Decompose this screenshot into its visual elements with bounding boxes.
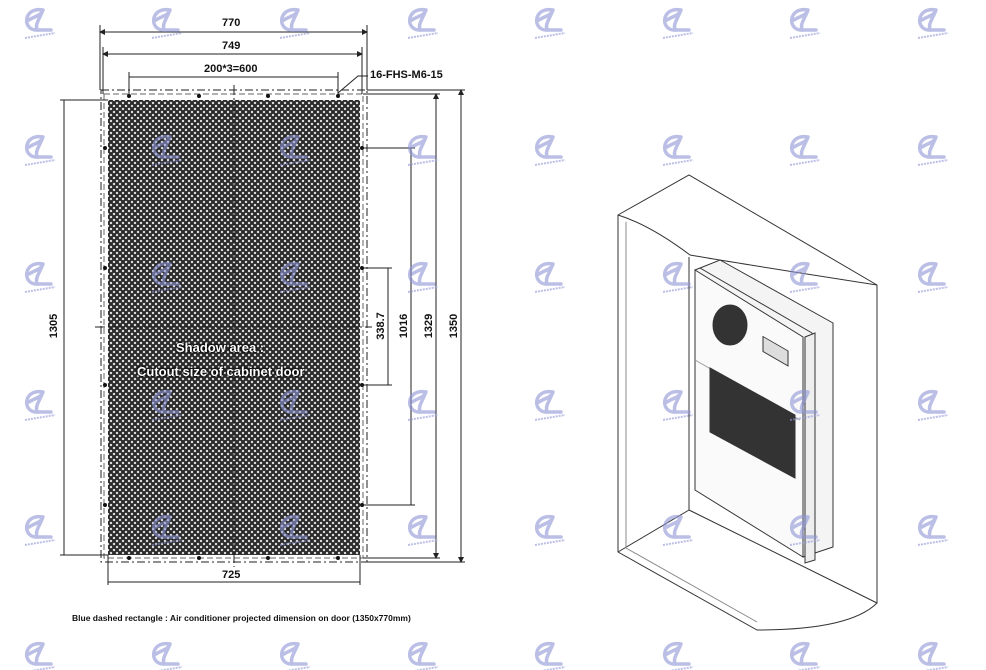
dim-1329: 1329	[423, 313, 436, 339]
watermark-logos	[24, 7, 949, 670]
watermark-logo-icon	[789, 134, 821, 166]
watermark-logo-icon	[534, 514, 566, 546]
watermark-logo-icon	[662, 134, 694, 166]
watermark-logo-icon	[279, 514, 311, 546]
dim-770: 770	[222, 17, 241, 29]
watermark-logo-icon	[407, 641, 439, 670]
mounting-holes	[103, 94, 364, 560]
watermark-logo-icon	[917, 261, 949, 293]
watermark-logo-icon	[24, 261, 56, 293]
legend-note: Blue dashed rectangle : Air conditioner …	[72, 613, 411, 623]
shadow-area-label: Shadow area :	[176, 340, 265, 355]
watermark-logo-icon	[534, 261, 566, 293]
watermark-logo-icon	[917, 389, 949, 421]
dim-1016: 1016	[398, 313, 411, 339]
watermark-logo-icon	[407, 389, 439, 421]
watermark-logo-icon	[151, 261, 183, 293]
watermark-logo-icon	[407, 514, 439, 546]
watermark-logo-icon	[789, 261, 821, 293]
dim-338-7: 338.7	[374, 312, 387, 340]
dim-749: 749	[222, 40, 241, 52]
watermark-logo-icon	[24, 514, 56, 546]
watermark-logo-icon	[279, 261, 311, 293]
watermark-logo-icon	[24, 7, 56, 39]
watermark-logo-icon	[407, 134, 439, 166]
watermark-logo-icon	[534, 134, 566, 166]
watermark-logo-icon	[789, 389, 821, 421]
watermark-logo-icon	[917, 134, 949, 166]
watermark-logo-icon	[151, 389, 183, 421]
watermark-logo-icon	[917, 641, 949, 670]
watermark-logo-icon	[407, 261, 439, 293]
watermark-logo-icon	[24, 389, 56, 421]
watermark-logo-icon	[151, 134, 183, 166]
watermark-logo-icon	[534, 389, 566, 421]
watermark-logo-icon	[662, 7, 694, 39]
dim-1350: 1350	[448, 313, 461, 339]
watermark-logo-icon	[917, 514, 949, 546]
watermark-logo-icon	[24, 641, 56, 670]
watermark-logo-icon	[279, 389, 311, 421]
watermark-logo-icon	[789, 641, 821, 670]
watermark-logo-icon	[917, 7, 949, 39]
watermark-logo-icon	[279, 134, 311, 166]
air-grille	[709, 367, 796, 479]
watermark-logo-icon	[151, 7, 183, 39]
fan-grille	[712, 304, 748, 346]
watermark-logo-icon	[662, 641, 694, 670]
dim-600: 200*3=600	[204, 63, 258, 75]
watermark-logo-icon	[407, 7, 439, 39]
cutout-label: Cutout size of cabinet door	[137, 364, 305, 379]
fastener-leader	[337, 75, 368, 94]
watermark-logo-icon	[789, 514, 821, 546]
watermark-logo-icon	[279, 7, 311, 39]
controller-display	[762, 335, 789, 367]
dim-725: 725	[222, 569, 241, 581]
dim-1305: 1305	[48, 313, 61, 339]
cabinet-isometric-view	[617, 174, 878, 631]
watermark-logo-icon	[662, 514, 694, 546]
watermark-logo-icon	[151, 514, 183, 546]
watermark-logo-icon	[534, 641, 566, 670]
watermark-logo-icon	[662, 261, 694, 293]
watermark-logo-icon	[789, 7, 821, 39]
watermark-logo-icon	[279, 641, 311, 670]
watermark-logo-icon	[24, 134, 56, 166]
fastener-label: 16-FHS-M6-15	[370, 69, 443, 81]
watermark-logo-icon	[662, 389, 694, 421]
watermark-logo-icon	[151, 641, 183, 670]
watermark-logo-icon	[534, 7, 566, 39]
